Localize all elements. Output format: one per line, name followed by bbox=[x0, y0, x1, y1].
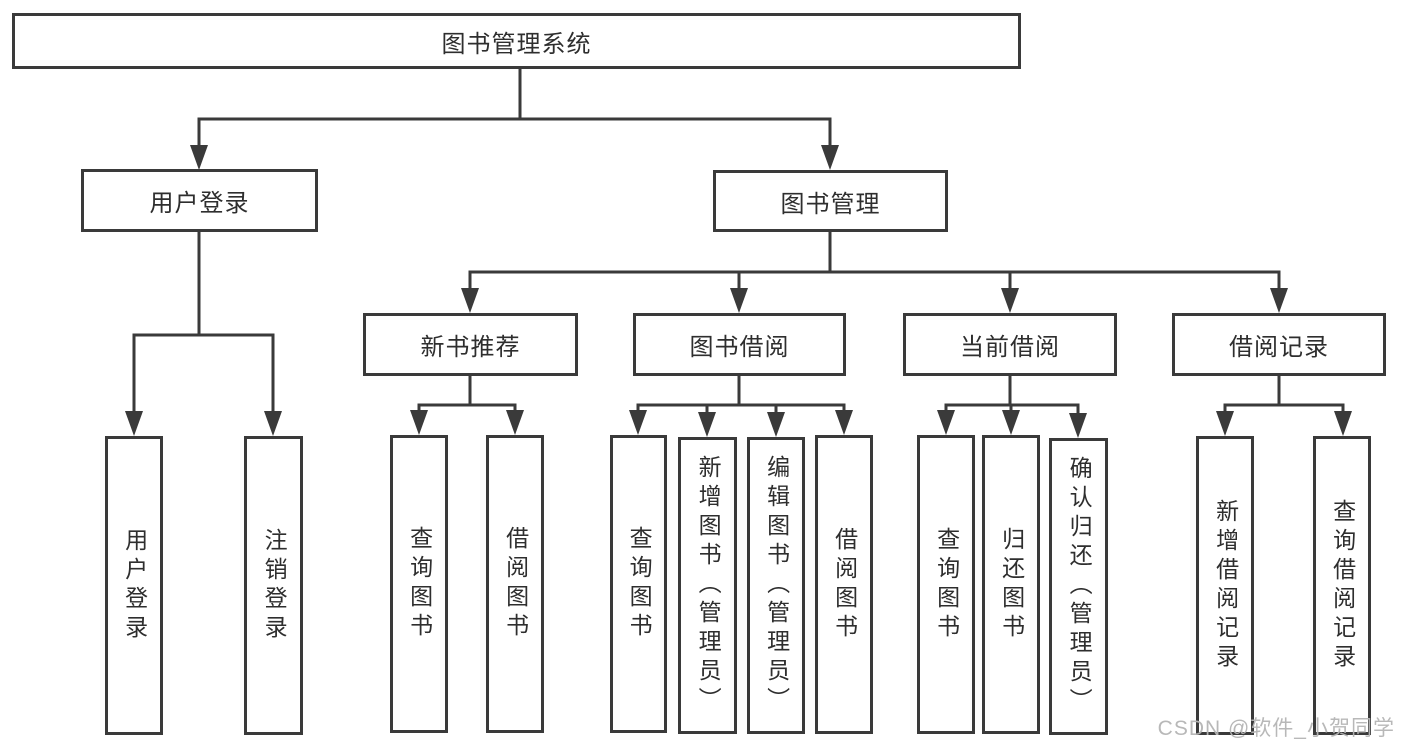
leaf-borrow-edit-books-admin: 编辑图书（管理员） bbox=[747, 437, 805, 734]
node-label: 图书管理系统 bbox=[441, 30, 592, 58]
node-label: 查询图书 bbox=[933, 526, 960, 643]
node-label: 查询图书 bbox=[626, 526, 653, 642]
leaf-newbooks-query-books: 查询图书 bbox=[390, 435, 448, 733]
arrow-down-icon bbox=[821, 145, 839, 170]
arrow-down-icon bbox=[835, 410, 853, 435]
node-label: 借阅图书 bbox=[502, 526, 529, 642]
node-user-login: 用户登录 bbox=[81, 169, 318, 232]
arrow-down-icon bbox=[125, 411, 143, 436]
node-label: 借阅记录 bbox=[1229, 334, 1329, 361]
node-label: 图书借阅 bbox=[689, 334, 790, 361]
leaf-newbooks-borrow-books: 借阅图书 bbox=[486, 435, 544, 733]
node-library-system: 图书管理系统 bbox=[12, 13, 1021, 69]
node-label: 借阅图书 bbox=[831, 526, 858, 643]
node-label: 查询借阅记录 bbox=[1329, 498, 1356, 673]
csdn-watermark: CSDN @软件_小贺同学 bbox=[1157, 717, 1395, 740]
node-current-borrow: 当前借阅 bbox=[903, 313, 1117, 376]
leaf-current-confirm-return-admin: 确认归还（管理员） bbox=[1049, 438, 1108, 735]
node-book-borrow: 图书借阅 bbox=[633, 313, 846, 376]
arrow-down-icon bbox=[1069, 413, 1087, 438]
leaf-records-query-record: 查询借阅记录 bbox=[1313, 436, 1371, 735]
node-label: 用户登录 bbox=[121, 527, 148, 644]
node-new-book-recommend: 新书推荐 bbox=[363, 313, 578, 376]
arrow-down-icon bbox=[190, 145, 208, 170]
node-label: 编辑图书（管理员） bbox=[763, 455, 790, 716]
arrow-down-icon bbox=[264, 411, 282, 436]
node-label: 注销登录 bbox=[261, 527, 288, 644]
arrow-down-icon bbox=[767, 412, 785, 437]
arrowheads bbox=[125, 145, 1352, 438]
leaf-borrow-query-books: 查询图书 bbox=[610, 435, 667, 733]
arrow-down-icon bbox=[1001, 288, 1019, 313]
arrow-down-icon bbox=[1334, 411, 1352, 436]
leaf-borrow-add-books-admin: 新增图书（管理员） bbox=[678, 437, 737, 734]
node-label: 新书推荐 bbox=[420, 334, 521, 361]
arrow-down-icon bbox=[730, 288, 748, 313]
leaf-user-login: 用户登录 bbox=[105, 436, 163, 735]
arrow-down-icon bbox=[629, 410, 647, 435]
node-label: 查询图书 bbox=[406, 526, 433, 642]
node-borrow-records: 借阅记录 bbox=[1172, 313, 1386, 376]
arrow-down-icon bbox=[1002, 410, 1020, 435]
node-label: 归还图书 bbox=[998, 526, 1025, 643]
arrow-down-icon bbox=[1270, 288, 1288, 313]
arrow-down-icon bbox=[410, 410, 428, 435]
node-label: 图书管理 bbox=[780, 190, 881, 218]
node-label: 用户登录 bbox=[149, 190, 250, 217]
leaf-current-query-books: 查询图书 bbox=[917, 435, 975, 734]
node-book-management: 图书管理 bbox=[713, 170, 948, 232]
leaf-records-add-record: 新增借阅记录 bbox=[1196, 436, 1254, 735]
node-label: 确认归还（管理员） bbox=[1066, 456, 1093, 717]
arrow-down-icon bbox=[1216, 411, 1234, 436]
node-label: 当前借阅 bbox=[960, 334, 1060, 361]
arrow-down-icon bbox=[937, 410, 955, 435]
leaf-current-return-books: 归还图书 bbox=[982, 435, 1040, 734]
leaf-logout-login: 注销登录 bbox=[244, 436, 303, 735]
node-label: 新增借阅记录 bbox=[1212, 498, 1239, 673]
arrow-down-icon bbox=[698, 412, 716, 437]
node-label: 新增图书（管理员） bbox=[695, 455, 722, 716]
leaf-borrow-borrow-books: 借阅图书 bbox=[815, 435, 873, 734]
arrow-down-icon bbox=[461, 288, 479, 313]
arrow-down-icon bbox=[506, 410, 524, 435]
